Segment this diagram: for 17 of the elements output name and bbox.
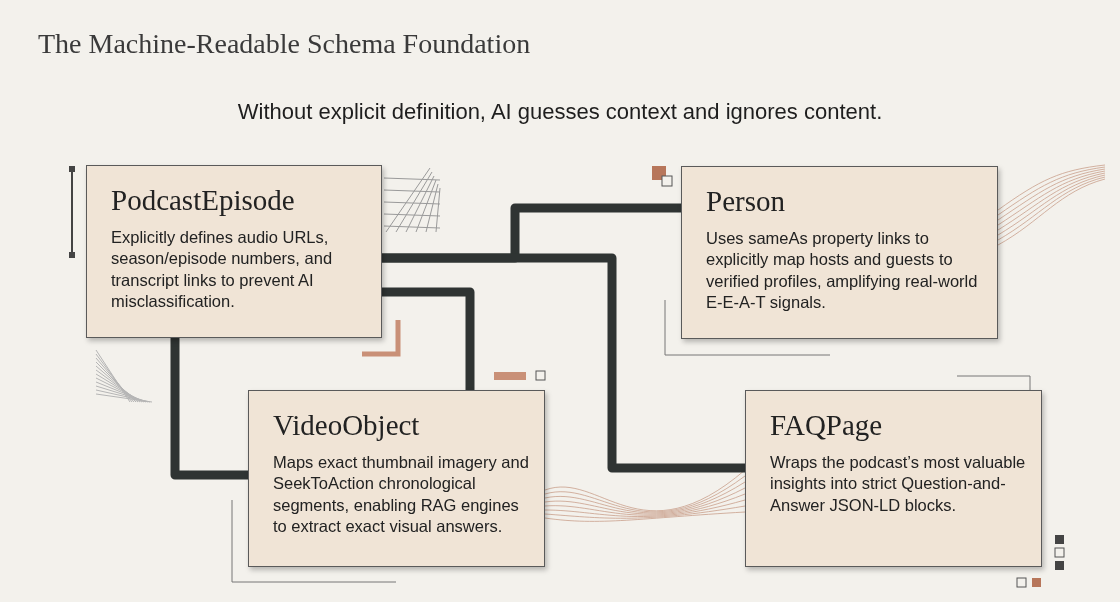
card-description: Maps exact thumbnail imagery and SeekToAction chronological segments, enabling RAG engines to extract exact visual answers. (273, 452, 530, 538)
schema-card (745, 390, 1042, 567)
card-heading: VideoObject (273, 409, 421, 442)
schema-card (681, 166, 998, 339)
title: The Machine-Readable Schema Foundation (38, 28, 531, 60)
card-heading: Person (706, 185, 786, 218)
connector-line (170, 338, 248, 480)
card-description: Explicitly defines audio URLs, season/episode numbers, and transcript links to prevent AI misclassification. (111, 227, 334, 313)
card-description: Uses sameAs property links to explicitly map hosts and guests to verified profiles, amplifying real-world E-E-A-T signals. (706, 228, 979, 314)
card-heading: FAQPage (770, 409, 884, 442)
card-description: Wraps the podcast’s most valuable insights into strict Question-and-Answer JSON-LD blocks. (770, 452, 1027, 516)
card-heading: PodcastEpisode (111, 184, 296, 217)
connector-line (382, 253, 745, 473)
schema-card (248, 390, 545, 567)
connector-line (382, 287, 475, 390)
schema-card (86, 165, 382, 338)
subtitle: Without explicit definition, AI guesses context and ignores content. (236, 99, 884, 125)
